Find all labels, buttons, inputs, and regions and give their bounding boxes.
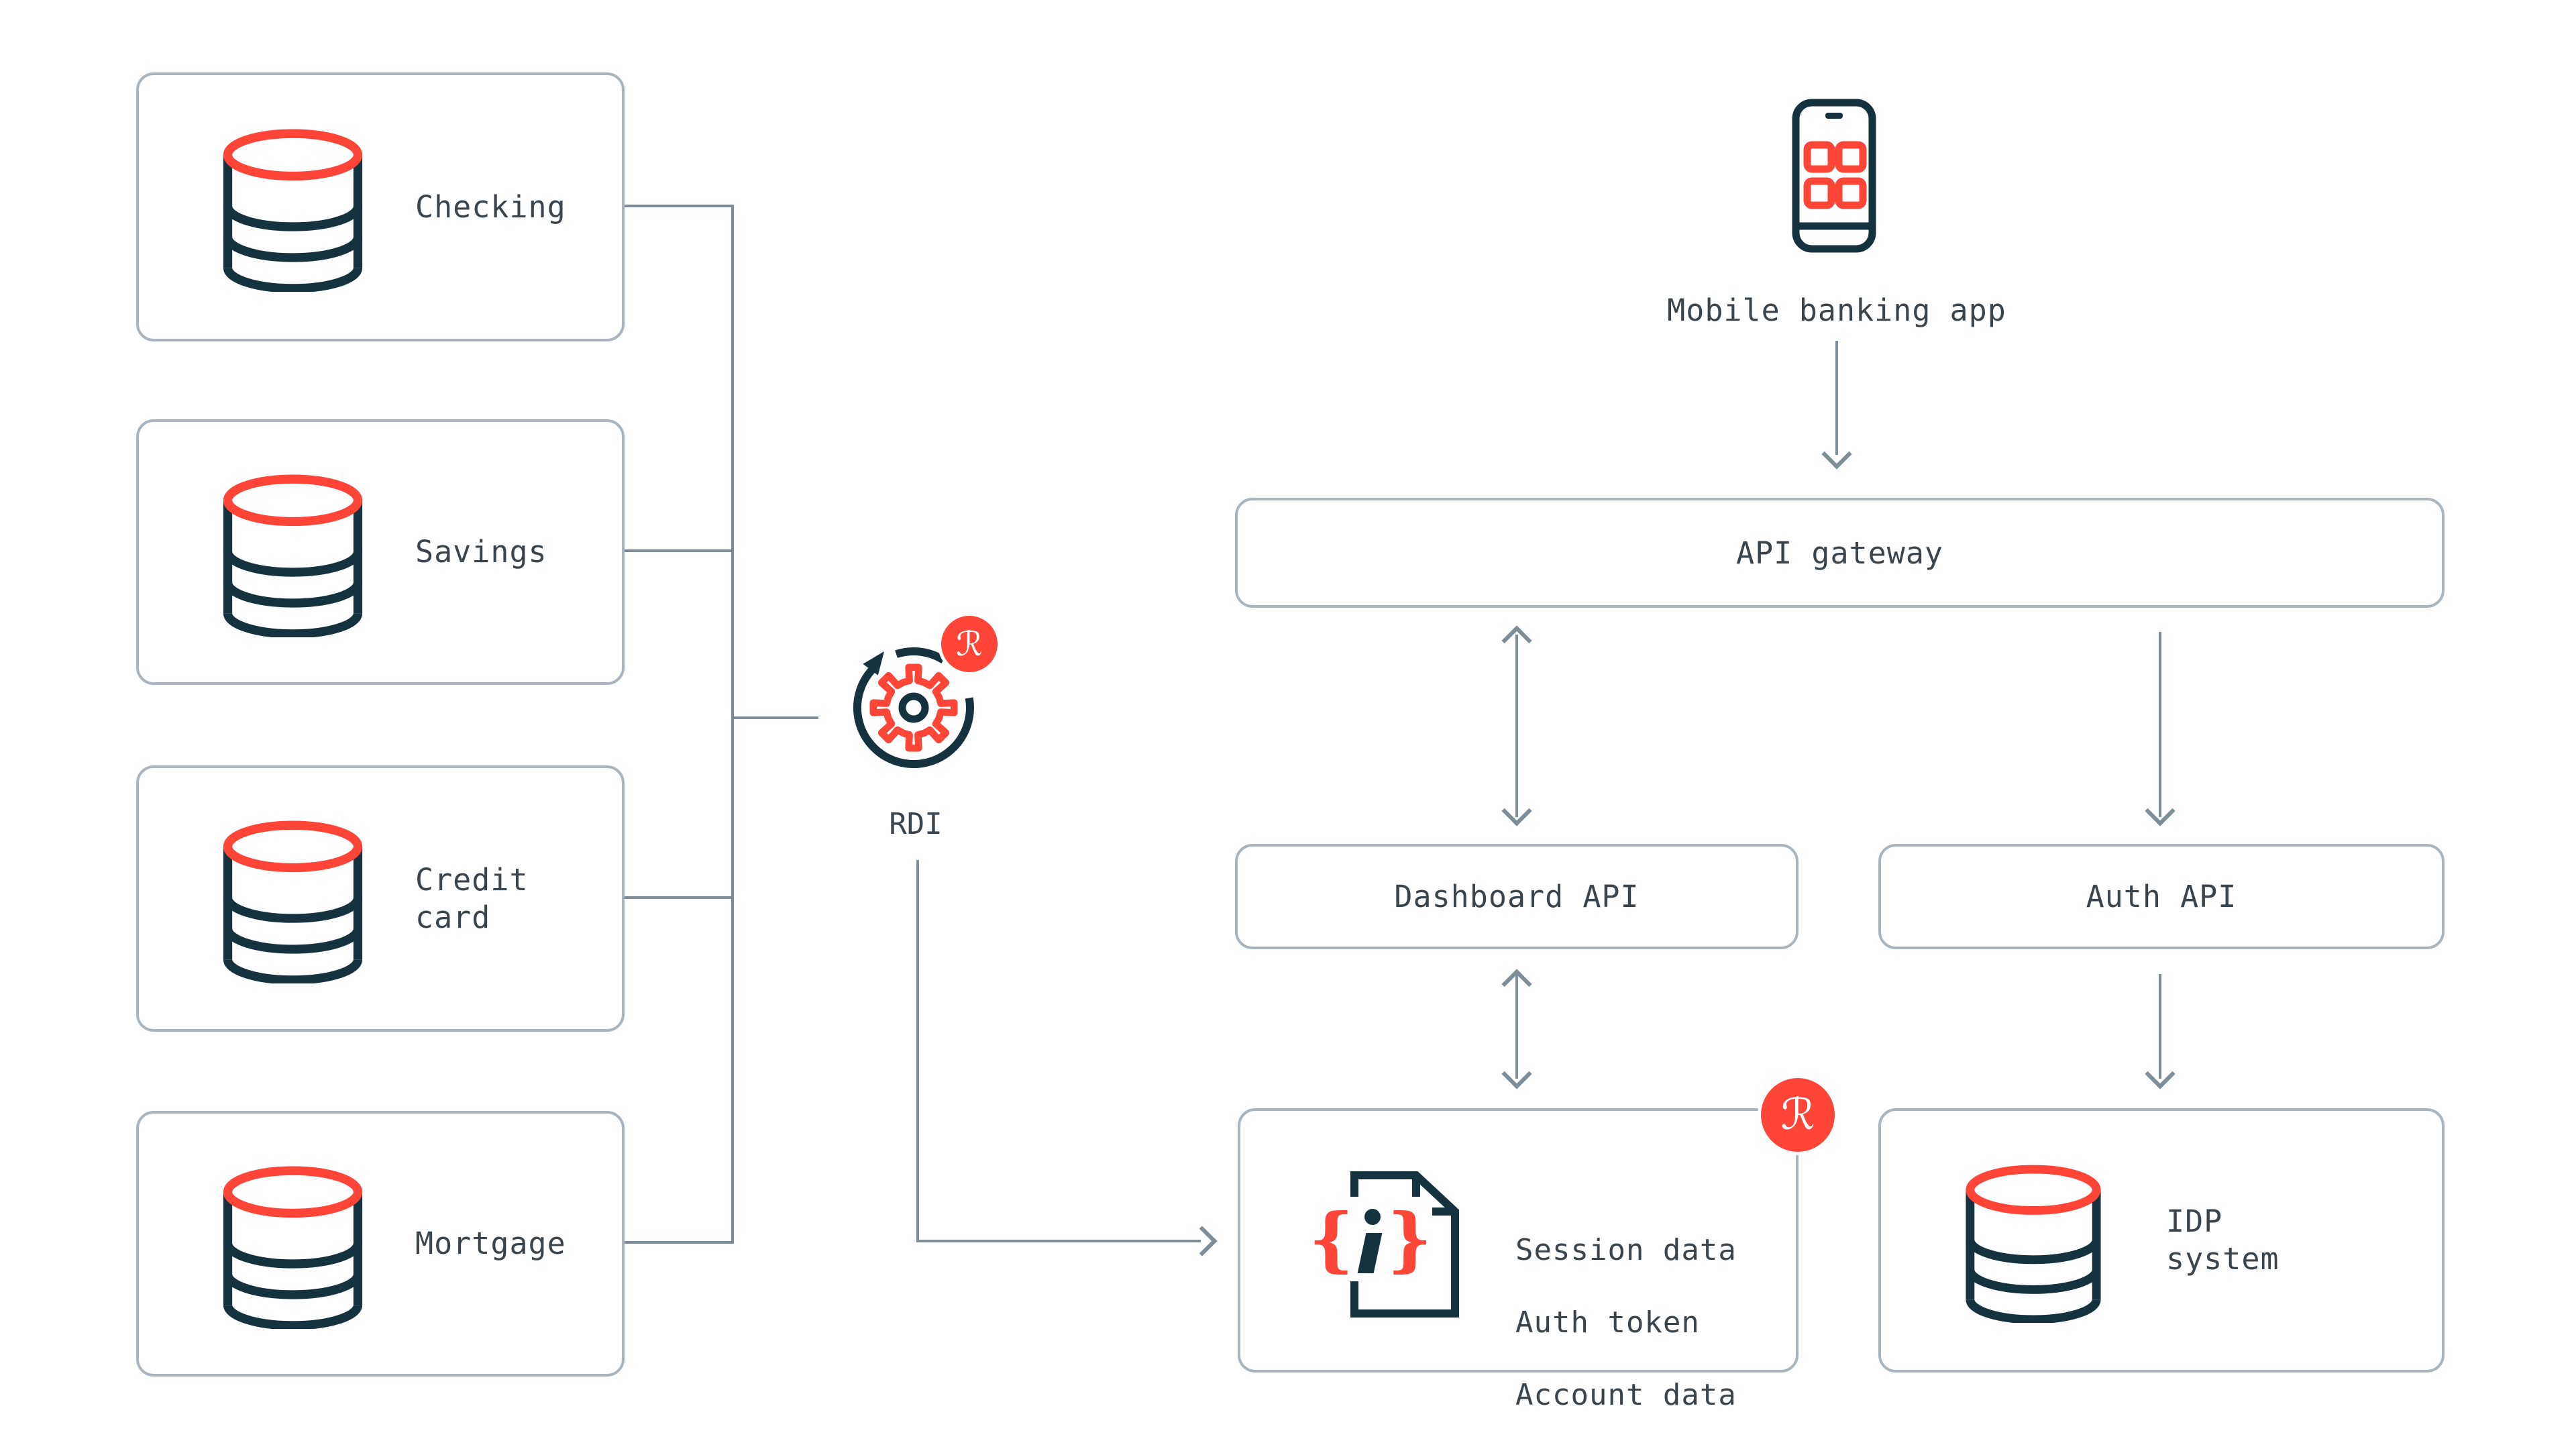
node-savings: Savings <box>136 419 625 685</box>
connector-checking <box>625 205 733 207</box>
database-icon <box>217 127 368 294</box>
arrowhead-up <box>1501 969 1532 1000</box>
session-line: Session data <box>1515 1233 1737 1267</box>
arrowhead-down <box>2145 1059 2176 1089</box>
rdi-label: RDI <box>889 807 943 841</box>
arrowhead-down <box>2145 796 2176 826</box>
arrowhead-down <box>1821 439 1852 470</box>
database-icon <box>1960 1163 2106 1326</box>
node-credit-card: Credit card <box>136 765 625 1032</box>
redis-badge-icon: ℛ <box>938 612 1001 676</box>
info-i-glyph <box>1355 1203 1386 1275</box>
connector-rdi-drop <box>916 860 919 1241</box>
redis-badge-glyph: ℛ <box>1780 1090 1815 1140</box>
rdi-sync-gear-icon <box>847 641 981 777</box>
arrowhead-down <box>1501 796 1532 826</box>
database-icon <box>217 819 368 986</box>
arrowhead-down <box>1501 1059 1532 1089</box>
connector-mobile-to-gateway <box>1835 341 1838 455</box>
connector-savings <box>625 549 733 552</box>
node-api-gateway: API gateway <box>1235 498 2445 608</box>
connector-trunk <box>731 205 734 1244</box>
mobile-app-label: Mobile banking app <box>1667 292 2006 328</box>
node-label: Mortgage <box>415 1226 566 1261</box>
connector-dashboard-session <box>1515 974 1518 1079</box>
node-label: Checking <box>415 189 566 225</box>
database-icon <box>217 1165 368 1332</box>
mobile-phone-icon <box>1792 99 1876 256</box>
node-label: Auth API <box>2086 879 2237 914</box>
node-dashboard-api: Dashboard API <box>1235 844 1799 949</box>
node-label: Dashboard API <box>1394 879 1640 914</box>
connector-trunk-to-rdi <box>733 716 818 719</box>
node-checking: Checking <box>136 72 625 341</box>
connector-mortgage <box>625 1241 733 1244</box>
connector-gateway-auth <box>2159 632 2161 817</box>
node-session-store: { } Session data Auth token Account data <box>1238 1108 1799 1412</box>
session-line: Auth token <box>1515 1305 1700 1340</box>
session-line: Account data <box>1515 1378 1737 1412</box>
node-mortgage: Mortgage <box>136 1111 625 1377</box>
session-store-lines: Session data Auth token Account data <box>1515 1196 1737 1449</box>
redis-badge-icon: ℛ <box>1758 1075 1838 1155</box>
connector-gateway-dashboard <box>1515 635 1518 817</box>
arrowhead-up <box>1501 625 1532 656</box>
node-label: API gateway <box>1735 535 1943 571</box>
database-icon <box>217 473 368 640</box>
node-idp-system: IDP system <box>1878 1108 2445 1373</box>
connector-auth-idp <box>2159 974 2161 1079</box>
node-label: Credit card <box>415 861 529 935</box>
node-label: IDP system <box>2166 1203 2279 1277</box>
connector-rdi-to-session <box>916 1240 1201 1242</box>
arrowhead-right <box>1187 1226 1218 1256</box>
connector-credit-card <box>625 896 733 899</box>
node-auth-api: Auth API <box>1878 844 2445 949</box>
node-label: Savings <box>415 534 547 570</box>
redis-badge-glyph: ℛ <box>956 625 983 663</box>
json-braces-icon: { } <box>1309 1197 1432 1281</box>
